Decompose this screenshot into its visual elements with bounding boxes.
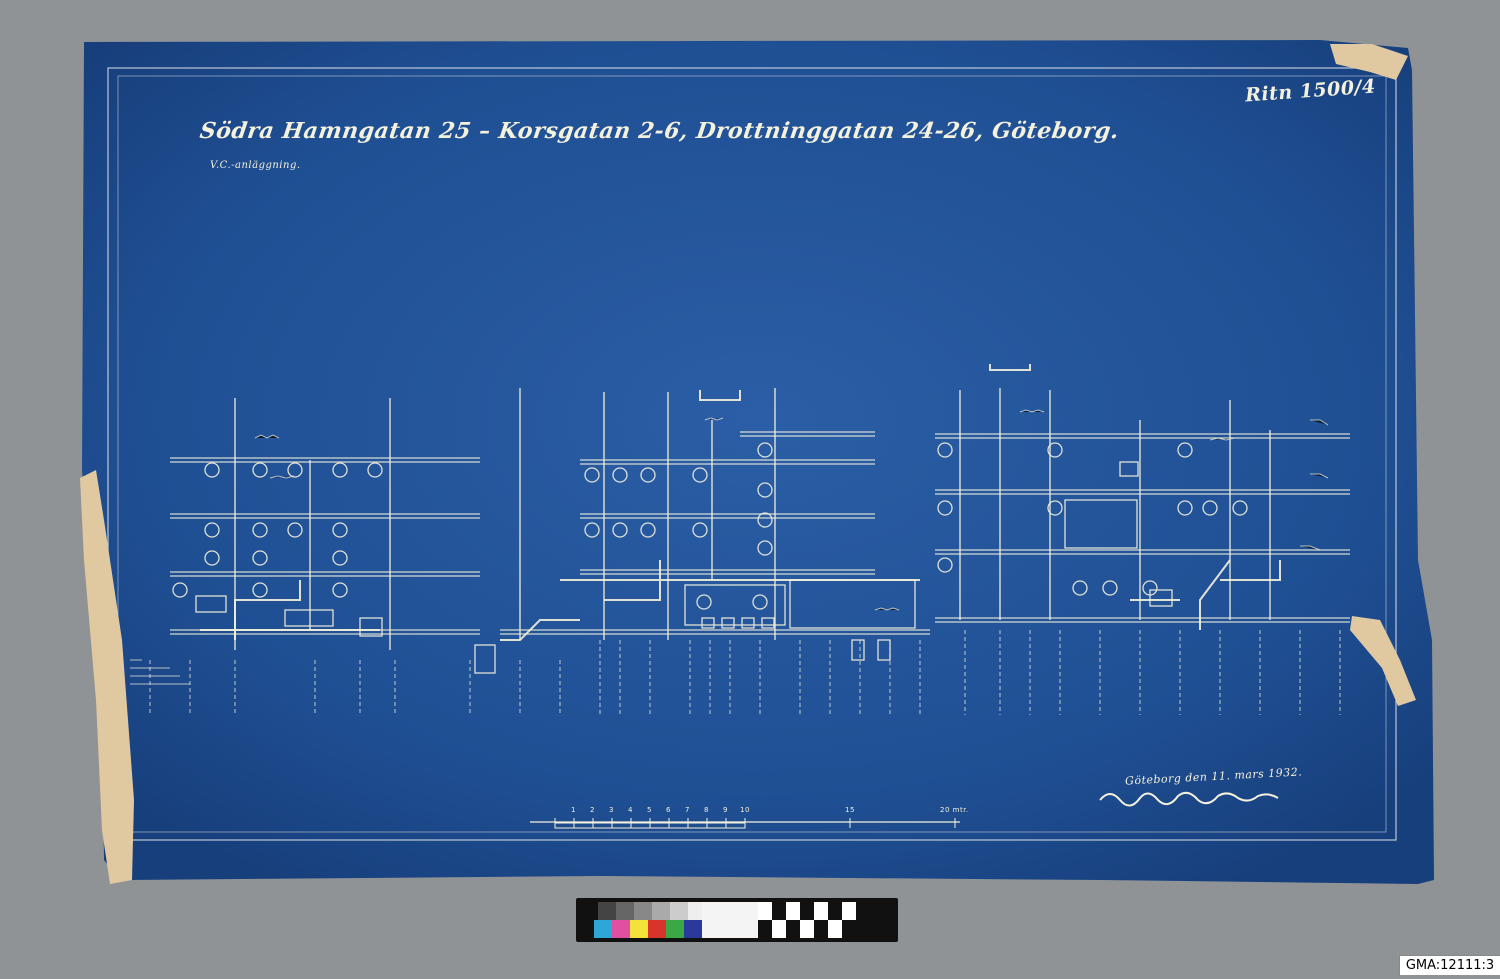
border-inner — [117, 75, 1387, 833]
scale-label: 20 mtr. — [940, 806, 969, 814]
catalog-id: GMA:12111:3 — [1399, 955, 1500, 975]
drop-lines — [149, 630, 1341, 715]
document-title: Södra Hamngatan 25 – Korsgatan 2-6, Drot… — [198, 118, 1121, 144]
tape-right — [1350, 616, 1416, 706]
color-reference-card — [576, 898, 898, 942]
scale-label: 7 — [685, 806, 690, 814]
fixtures — [172, 442, 1248, 674]
color-patches — [580, 902, 856, 938]
document-subtitle: V.C.-anläggning. — [210, 160, 301, 171]
signature-mark — [1099, 791, 1279, 807]
scale-label: 3 — [609, 806, 614, 814]
connecting-pipes — [200, 364, 1281, 641]
border-outer — [107, 67, 1397, 841]
scale-label: 2 — [590, 806, 595, 814]
pipe-risers — [234, 388, 1271, 650]
scale-label: 8 — [704, 806, 709, 814]
scale-label: 9 — [723, 806, 728, 814]
scale-label: 6 — [666, 806, 671, 814]
scale-label: 15 — [845, 806, 855, 814]
scale-label: 10 — [740, 806, 750, 814]
tape-left — [80, 470, 134, 884]
scale-label: 5 — [647, 806, 652, 814]
scale-label: 4 — [628, 806, 633, 814]
annotations — [130, 409, 1329, 685]
scale-bar — [530, 818, 960, 829]
scale-label: 1 — [571, 806, 576, 814]
tape-top-right — [1330, 44, 1408, 80]
blueprint-paper — [82, 40, 1434, 884]
